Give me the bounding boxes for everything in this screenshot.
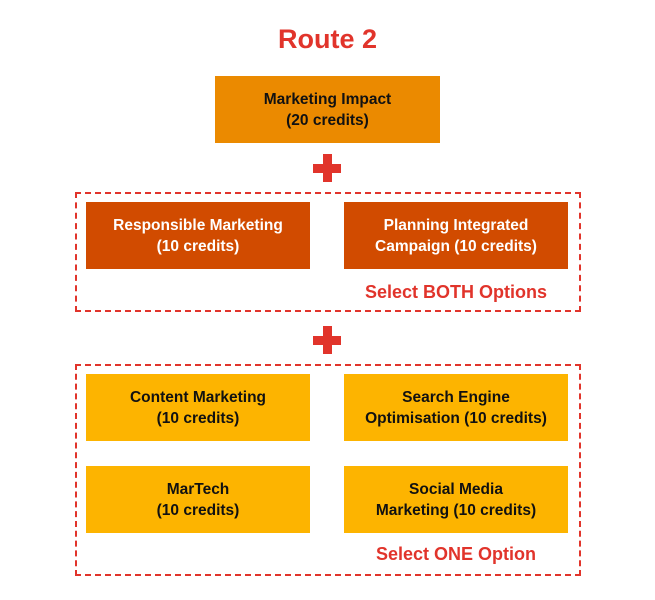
- core-module-marketing-impact: Marketing Impact (20 credits): [215, 76, 440, 143]
- core-module-credits: (20 credits): [286, 111, 369, 129]
- module-label: Social Media Marketing (10 credits): [375, 480, 537, 519]
- module-label: Search Engine Optimisation (10 credits): [365, 388, 547, 427]
- select-both-group: [75, 192, 581, 312]
- core-module-name: Marketing Impact: [263, 90, 392, 108]
- select-one-group: [75, 364, 581, 576]
- module-search-engine-optimisation: Search Engine Optimisation (10 credits): [344, 374, 568, 441]
- module-social-media-marketing: Social Media Marketing (10 credits): [344, 466, 568, 533]
- module-label: Responsible Marketing (10 credits): [113, 216, 283, 255]
- plus-icon: [313, 326, 341, 354]
- module-label: MarTech (10 credits): [156, 480, 240, 519]
- plus-icon: [313, 154, 341, 182]
- module-responsible-marketing: Responsible Marketing (10 credits): [86, 202, 310, 269]
- core-module-label: Marketing Impact (20 credits): [264, 89, 391, 131]
- module-label: Content Marketing (10 credits): [129, 388, 267, 427]
- module-planning-integrated-campaign: Planning Integrated Campaign (10 credits…: [344, 202, 568, 269]
- select-both-note: Select BOTH Options: [364, 282, 548, 302]
- module-content-marketing: Content Marketing (10 credits): [86, 374, 310, 441]
- route-title: Route 2: [277, 24, 377, 54]
- module-martech: MarTech (10 credits): [86, 466, 310, 533]
- select-one-note: Select ONE Option: [375, 544, 537, 564]
- module-label: Planning Integrated Campaign (10 credits…: [375, 216, 537, 255]
